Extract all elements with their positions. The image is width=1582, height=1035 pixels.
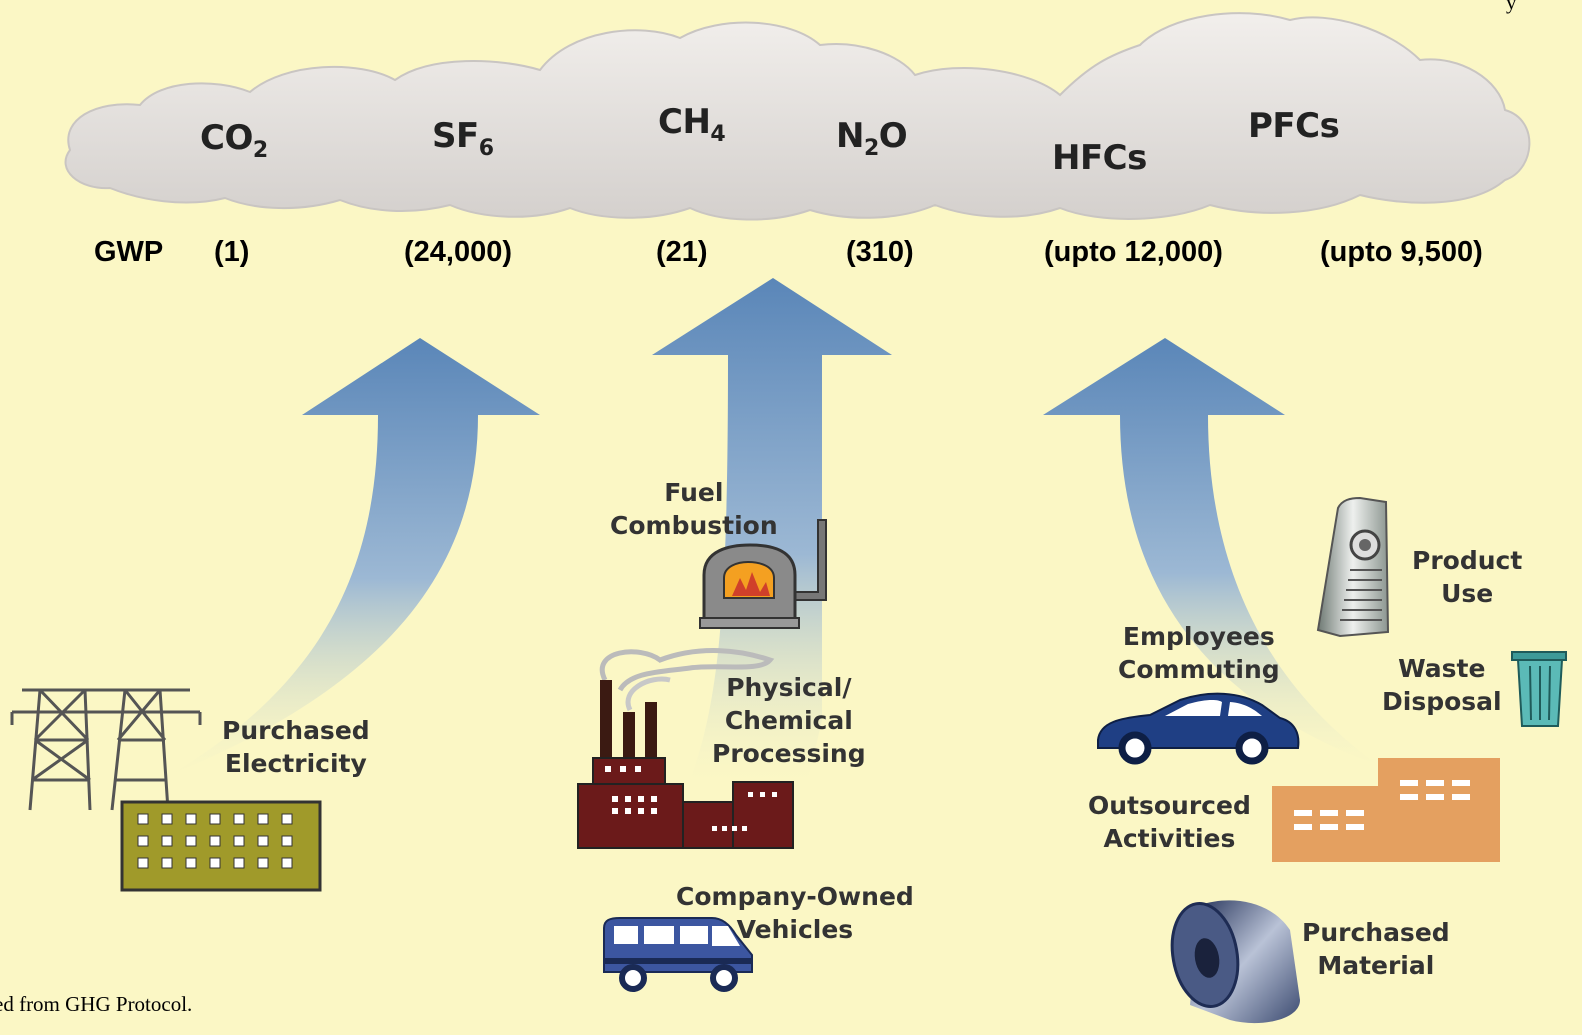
- gas-ch4: CH4: [658, 102, 726, 147]
- van-icon: [603, 917, 753, 992]
- source-footnote: ed from GHG Protocol.: [0, 992, 193, 1016]
- office-building-icon: [120, 800, 322, 892]
- gas-sf6: SF6: [432, 116, 494, 161]
- arrow-left: [170, 338, 540, 775]
- corner-mark: y: [1506, 0, 1517, 14]
- gas-n2o: N2O: [836, 116, 908, 161]
- car-icon: [1097, 692, 1300, 765]
- gwp-value-sf6: (24,000): [404, 236, 513, 268]
- heater-icon: [1316, 496, 1390, 638]
- gwp-value-hfcs: (upto 12,000): [1044, 236, 1223, 268]
- gas-hfcs: HFCs: [1052, 138, 1147, 178]
- furnace-icon: [699, 519, 827, 629]
- steel-coil-icon: [1170, 900, 1300, 1024]
- gwp-value-pfcs: (upto 9,500): [1320, 236, 1483, 268]
- arrow-center: [652, 278, 892, 780]
- arrow-right: [1043, 338, 1378, 765]
- gwp-value-n2o: (310): [846, 236, 914, 268]
- trash-can-icon: [1511, 651, 1567, 727]
- gwp-value-co2: (1): [214, 236, 250, 268]
- gwp-heading: GWP: [94, 236, 164, 268]
- gas-pfcs: PFCs: [1248, 106, 1340, 146]
- warehouse-icon: [1272, 758, 1500, 862]
- gwp-value-ch4: (21): [656, 236, 708, 268]
- power-tower-icon: [10, 688, 202, 811]
- gas-co2: CO2: [200, 118, 268, 163]
- factory-icon: [577, 648, 794, 849]
- cloud-icon: [64, 12, 1531, 221]
